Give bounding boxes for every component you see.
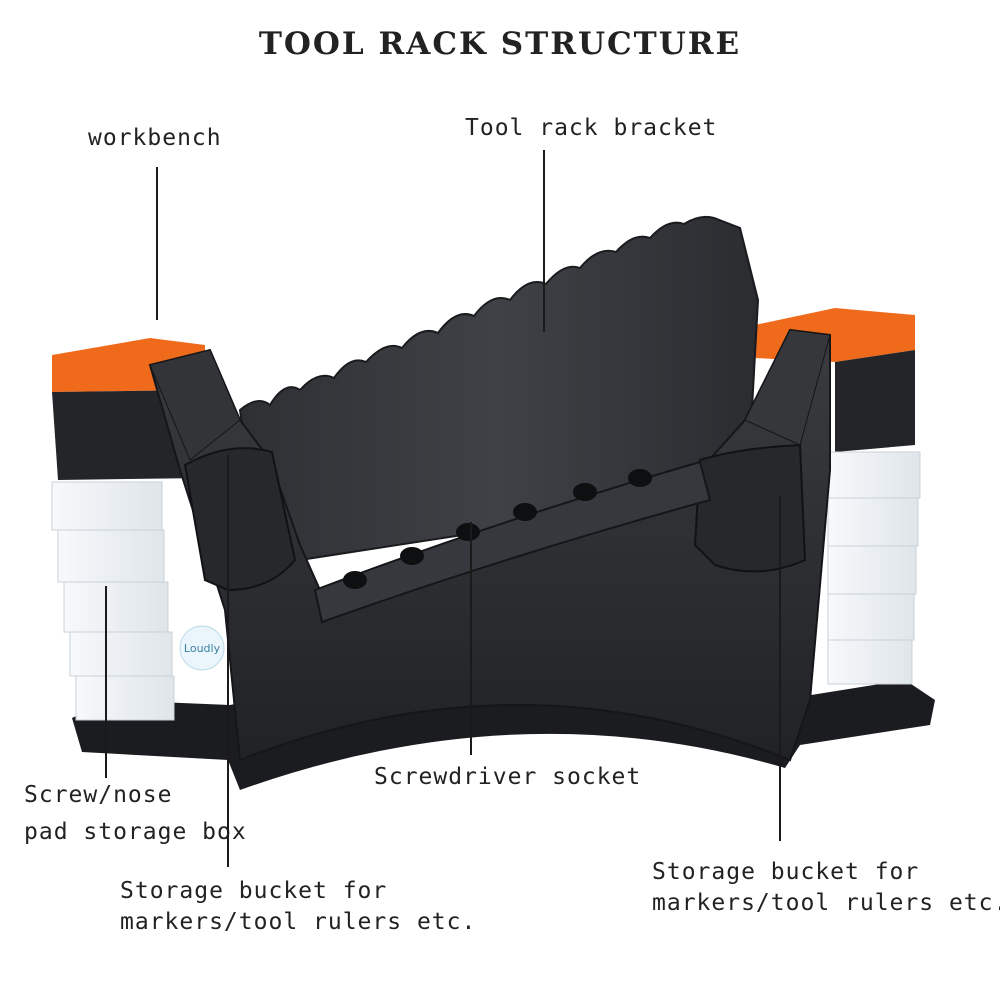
socket-holes (343, 469, 652, 589)
left-storage-bucket (183, 447, 297, 592)
screwdriver-socket (313, 460, 712, 624)
label-left-bucket-line2: markers/tool rulers etc. (120, 909, 477, 935)
label-left-bucket-line1: Storage bucket for (120, 878, 388, 904)
diagram-title: TOOL RACK STRUCTURE (258, 26, 742, 62)
left-storage-tower (51, 338, 205, 721)
leader-screw-box (105, 586, 107, 778)
label-screwdriver-socket: Screwdriver socket (374, 764, 642, 790)
label-right-bucket-line1: Storage bucket for (652, 859, 920, 885)
left-drawers (51, 481, 175, 721)
right-storage-bucket (693, 443, 807, 573)
brand-badge-text: Loudly (184, 642, 221, 655)
tool-rack-bracket (238, 215, 760, 562)
label-tool-rack-bracket: Tool rack bracket (465, 115, 718, 141)
right-storage-tower (755, 308, 921, 685)
leader-screwdriver-socket (470, 522, 472, 755)
label-workbench: workbench (88, 125, 222, 151)
leader-right-bucket (779, 496, 781, 841)
label-screw-box-line2: pad storage box (24, 819, 247, 845)
label-screw-box-line1: Screw/nose (24, 782, 173, 808)
leader-left-bucket (227, 455, 229, 867)
label-right-bucket-line2: markers/tool rulers etc. (652, 890, 1000, 916)
leader-workbench (156, 167, 158, 320)
brand-badge: Loudly (179, 625, 225, 671)
leader-tool-rack-bracket (543, 150, 545, 332)
right-drawers (827, 451, 921, 685)
